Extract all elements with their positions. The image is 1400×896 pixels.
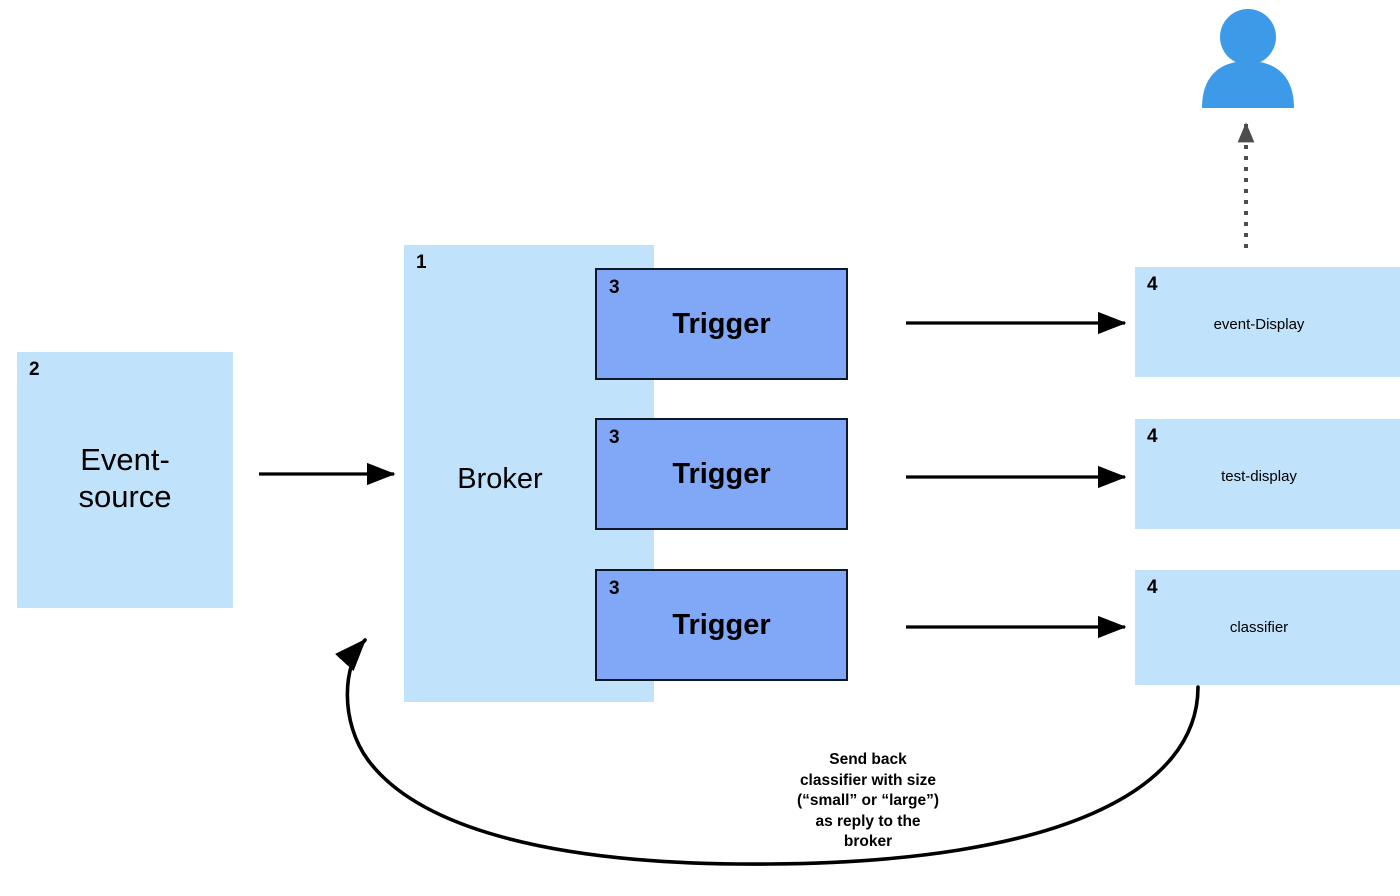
node-badge-service-2: 4 [1147,426,1158,447]
node-badge-broker: 1 [416,252,427,273]
node-label-broker: Broker [457,463,543,495]
node-service-event-display[interactable]: 4 event-Display [1135,267,1400,377]
node-badge-trigger-3: 3 [609,578,620,599]
node-service-test-display[interactable]: 4 test-display [1135,419,1400,529]
node-trigger-3[interactable]: 3 Trigger [595,569,848,681]
annotation-feedback-caption: Send back classifier with size (“small” … [748,750,988,853]
node-label-trigger-1: Trigger [672,308,771,340]
node-badge-service-1: 4 [1147,274,1158,295]
node-badge-service-3: 4 [1147,577,1158,598]
node-service-classifier[interactable]: 4 classifier [1135,570,1400,685]
caption-line-4: as reply to the [815,812,921,830]
node-label-event-source: Event- source [17,442,233,515]
caption-line-2: classifier with size [799,771,937,789]
node-event-source[interactable]: 2 Event- source [17,352,233,608]
event-source-label-line-1: Event- [80,442,170,477]
node-label-service-1: event-Display [1213,316,1305,333]
node-trigger-1[interactable]: 3 Trigger [595,268,848,380]
node-label-trigger-3: Trigger [672,609,771,641]
node-label-trigger-2: Trigger [672,458,771,490]
node-trigger-2[interactable]: 3 Trigger [595,418,848,530]
caption-line-5: broker [843,833,893,851]
node-label-service-2: test-display [1221,468,1297,485]
caption-line-1: Send back [829,751,907,768]
user-person-icon [1200,8,1296,108]
node-badge-trigger-2: 3 [609,427,620,448]
event-source-label-line-2: source [78,478,172,514]
node-label-service-3: classifier [1229,619,1289,636]
caption-line-3: (“small” or “large”) [796,792,940,810]
node-badge-event-source: 2 [29,359,40,380]
node-badge-trigger-1: 3 [609,277,620,298]
